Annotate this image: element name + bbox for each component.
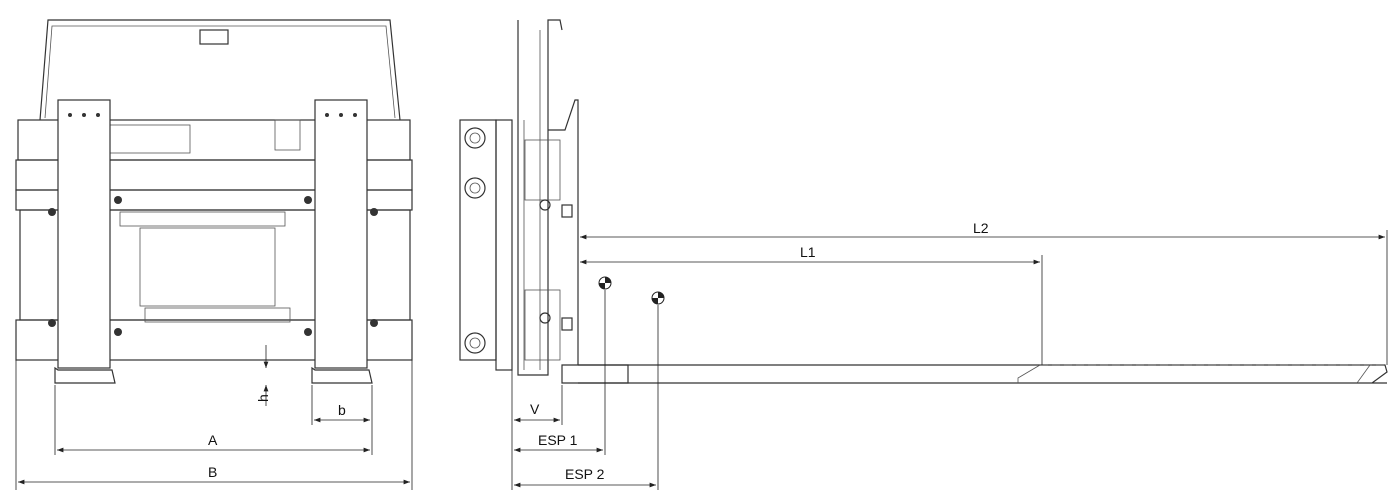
dimension-b-label: b — [338, 402, 346, 418]
dimension-ESP1-label: ESP 1 — [538, 432, 578, 448]
load-backrest — [39, 19, 401, 121]
hydraulic-cylinder-lower — [144, 307, 291, 323]
front-view — [15, 19, 413, 384]
dimension-L1-label: L1 — [800, 244, 816, 260]
center-of-gravity-1-icon — [598, 276, 612, 290]
dimension-A-label: A — [208, 432, 218, 448]
dimension-h-label: h — [255, 394, 271, 402]
left-fork-blade — [54, 366, 116, 384]
dimension-ESP2-label: ESP 2 — [565, 466, 605, 482]
dimension-L2-label: L2 — [973, 220, 989, 236]
backrest-bracket — [199, 29, 229, 45]
right-fork-shank — [314, 99, 368, 369]
hydraulic-cylinder-upper — [119, 211, 286, 227]
left-fork-shank — [57, 99, 111, 369]
right-fork-blade — [311, 366, 373, 384]
carriage-plate — [459, 119, 497, 361]
dimension-V-label: V — [530, 401, 540, 417]
fork-blade-side — [578, 364, 1388, 384]
center-of-gravity-2-icon — [651, 291, 665, 305]
side-dimensions: V ESP 1 ESP 2 L1 L2 — [511, 220, 1388, 490]
front-dimensions: B A b h — [15, 345, 413, 490]
side-view — [459, 19, 1388, 384]
side-fork-heel — [561, 364, 629, 384]
lower-carriage-bar — [15, 319, 413, 361]
dimension-B-label: B — [208, 464, 217, 480]
